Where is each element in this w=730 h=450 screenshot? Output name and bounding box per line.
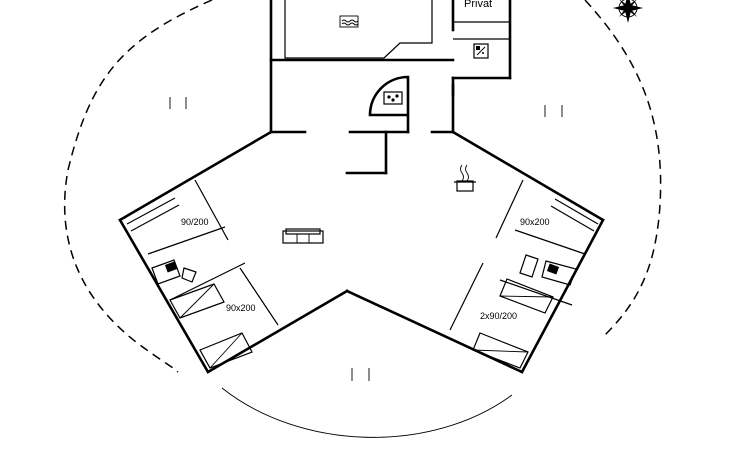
pool-icon <box>339 15 359 28</box>
right-bedrooms: 90x200 2x90/200 <box>449 179 599 369</box>
left-bedrooms: 90/200 90x200 <box>126 179 279 369</box>
bed-label: 2x90/200 <box>480 311 517 321</box>
cooking-pot-icon <box>454 164 476 192</box>
sofa-icon <box>282 228 324 244</box>
terrace-marker-icon <box>169 97 563 381</box>
bed-label: 90/200 <box>181 217 209 227</box>
privat-label: Privat <box>464 0 492 10</box>
privat-room: Privat <box>451 0 510 59</box>
bed-label: 90x200 <box>226 303 256 313</box>
sauna-icon <box>383 91 403 105</box>
toilet-icon <box>519 254 577 286</box>
compass-rose-icon <box>613 0 643 23</box>
plot-boundary <box>63 0 213 373</box>
toilet-icon <box>151 259 197 285</box>
sauna <box>368 75 455 117</box>
exterior-walls <box>118 0 605 374</box>
shower-icon <box>473 43 489 59</box>
bed-label: 90x200 <box>520 217 550 227</box>
plot-boundary <box>584 0 662 336</box>
interior-walls <box>269 115 455 175</box>
pool-room <box>269 0 455 62</box>
terrace-arc <box>221 387 513 438</box>
